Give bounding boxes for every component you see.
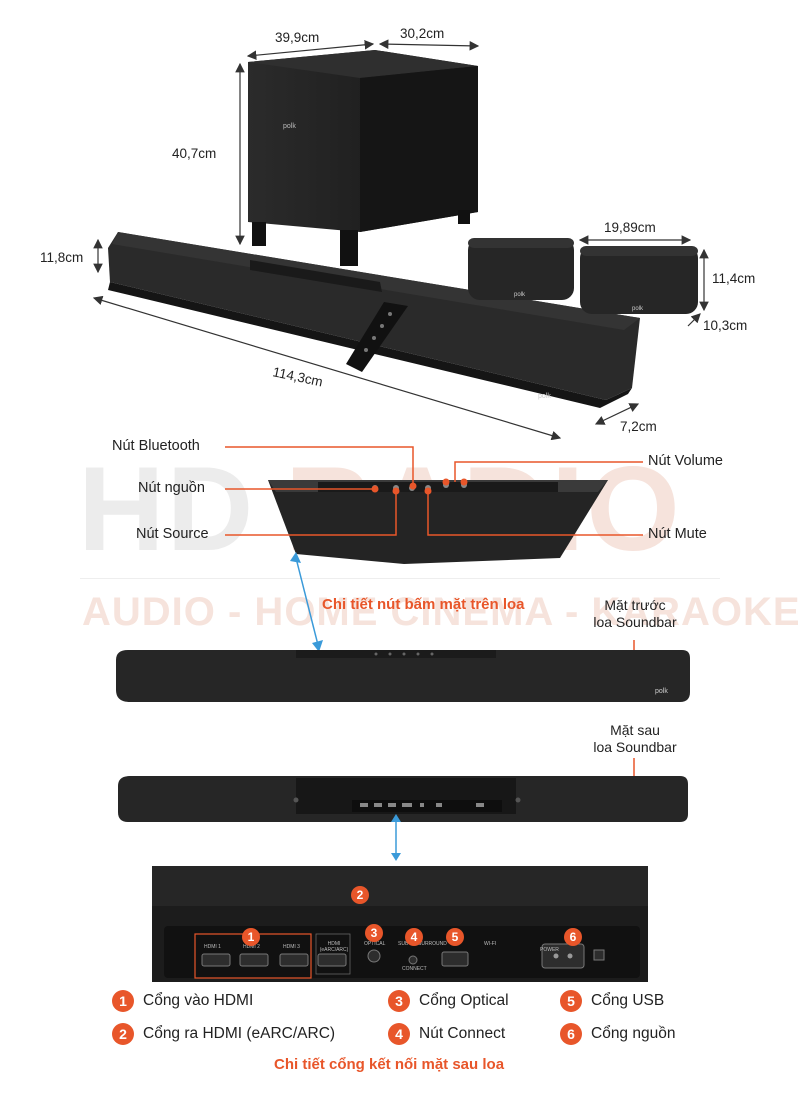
legend-badge-5: 5	[560, 990, 582, 1012]
panel-label-connect: CONNECT	[402, 966, 427, 972]
panel-label-power: POWER	[540, 947, 559, 953]
sub-depth-label: 30,2cm	[400, 26, 444, 41]
rear-view-label-line2: loa Soundbar	[593, 739, 677, 755]
label-volume-button: Nút Volume	[648, 453, 723, 469]
label-source-button: Nút Source	[136, 526, 209, 542]
soundbar-logo: polk	[538, 393, 551, 400]
satellite-left	[468, 238, 574, 300]
bar-depth-label: 7,2cm	[620, 419, 657, 434]
sat-height-label: 11,4cm	[712, 271, 755, 286]
sub-depth-line	[378, 39, 480, 51]
sat-depth-line	[687, 313, 701, 327]
legend-label-6: Cổng nguồn	[591, 1025, 676, 1042]
rear-view-soundbar	[118, 758, 688, 861]
bar-depth-line	[594, 403, 640, 425]
sub-width-label: 39,9cm	[275, 30, 319, 45]
sub-logo: polk	[283, 123, 296, 130]
label-power-button: Nút nguồn	[138, 480, 205, 496]
legend-item-3: 3 Cổng Optical	[388, 990, 509, 1012]
front-view-label: Mặt trước loa Soundbar	[580, 597, 690, 631]
panel-label-sub: SUB	[398, 941, 409, 947]
panel-label-hdmi-out: HDMI (eARC/ARC)	[319, 941, 349, 953]
top-buttons-detail	[225, 446, 643, 652]
watermark-brand-left: HD	[78, 442, 256, 576]
legend-label-2: Cổng ra HDMI (eARC/ARC)	[143, 1025, 336, 1042]
legend-badge-4: 4	[388, 1023, 410, 1045]
legend-label-1: Cổng vào HDMI	[143, 992, 254, 1009]
panel-label-hdmi3: HDMI 3	[283, 944, 300, 950]
legend-label-4: Nút Connect	[419, 1025, 506, 1042]
sub-width-line	[246, 40, 375, 60]
marker-2: 2	[351, 886, 369, 904]
sat-width-label: 19,89cm	[604, 220, 656, 235]
front-view-logo: polk	[655, 688, 668, 695]
marker-4: 4	[405, 928, 423, 946]
watermark-rule	[80, 578, 720, 579]
bar-height-label: 11,8cm	[40, 250, 83, 265]
panel-label-hdmi1: HDMI 1	[204, 944, 221, 950]
marker-6: 6	[564, 928, 582, 946]
panel-label-hdmi2: HDMI 2	[243, 944, 260, 950]
marker-5: 5	[446, 928, 464, 946]
label-bluetooth-button: Nút Bluetooth	[112, 438, 200, 454]
legend-item-1: 1 Cổng vào HDMI	[112, 990, 253, 1012]
legend-badge-2: 2	[112, 1023, 134, 1045]
rear-view-label-line1: Mặt sau	[610, 722, 660, 738]
marker-3: 3	[365, 924, 383, 942]
legend-item-6: 6 Cổng nguồn	[560, 1023, 675, 1045]
legend-item-4: 4 Nút Connect	[388, 1023, 505, 1045]
marker-1: 1	[242, 928, 260, 946]
front-view-soundbar	[116, 640, 690, 702]
legend-badge-3: 3	[388, 990, 410, 1012]
product-overview: polk 39,9cm 30,2cm 40,7cm polk 11,8cm 11…	[40, 26, 755, 440]
watermark-tagline: AUDIO - HOME CINEMA - KARAOKE	[82, 590, 800, 634]
label-mute-button: Nút Mute	[648, 526, 707, 542]
legend-badge-6: 6	[560, 1023, 582, 1045]
panel-label-surround: SURROUND	[418, 941, 447, 947]
legend-label-5: Cổng USB	[591, 992, 665, 1009]
sat-left-logo: polk	[514, 292, 526, 298]
front-view-label-line2: loa Soundbar	[593, 614, 677, 630]
legend-item-2: 2 Cổng ra HDMI (eARC/ARC)	[112, 1023, 335, 1045]
legend-item-5: 5 Cổng USB	[560, 990, 664, 1012]
ports-caption: Chi tiết cổng kết nối mặt sau loa	[274, 1056, 505, 1073]
satellite-right	[580, 246, 698, 314]
rear-connection-panel	[152, 866, 648, 982]
sat-right-logo: polk	[632, 306, 644, 312]
sub-height-label: 40,7cm	[172, 146, 216, 161]
subwoofer	[248, 50, 478, 266]
legend-badge-1: 1	[112, 990, 134, 1012]
top-buttons-caption: Chi tiết nút bấm mặt trên loa	[322, 596, 525, 613]
bar-length-label: 114,3cm	[271, 364, 324, 389]
panel-label-optical: OPTICAL	[364, 941, 386, 947]
rear-view-label: Mặt sau loa Soundbar	[580, 722, 690, 756]
bar-length-line	[92, 295, 562, 440]
legend-label-3: Cổng Optical	[419, 992, 509, 1009]
panel-label-wifi: WI-FI	[484, 941, 497, 947]
front-view-label-line1: Mặt trước	[604, 597, 666, 613]
sat-depth-label: 10,3cm	[703, 318, 747, 333]
